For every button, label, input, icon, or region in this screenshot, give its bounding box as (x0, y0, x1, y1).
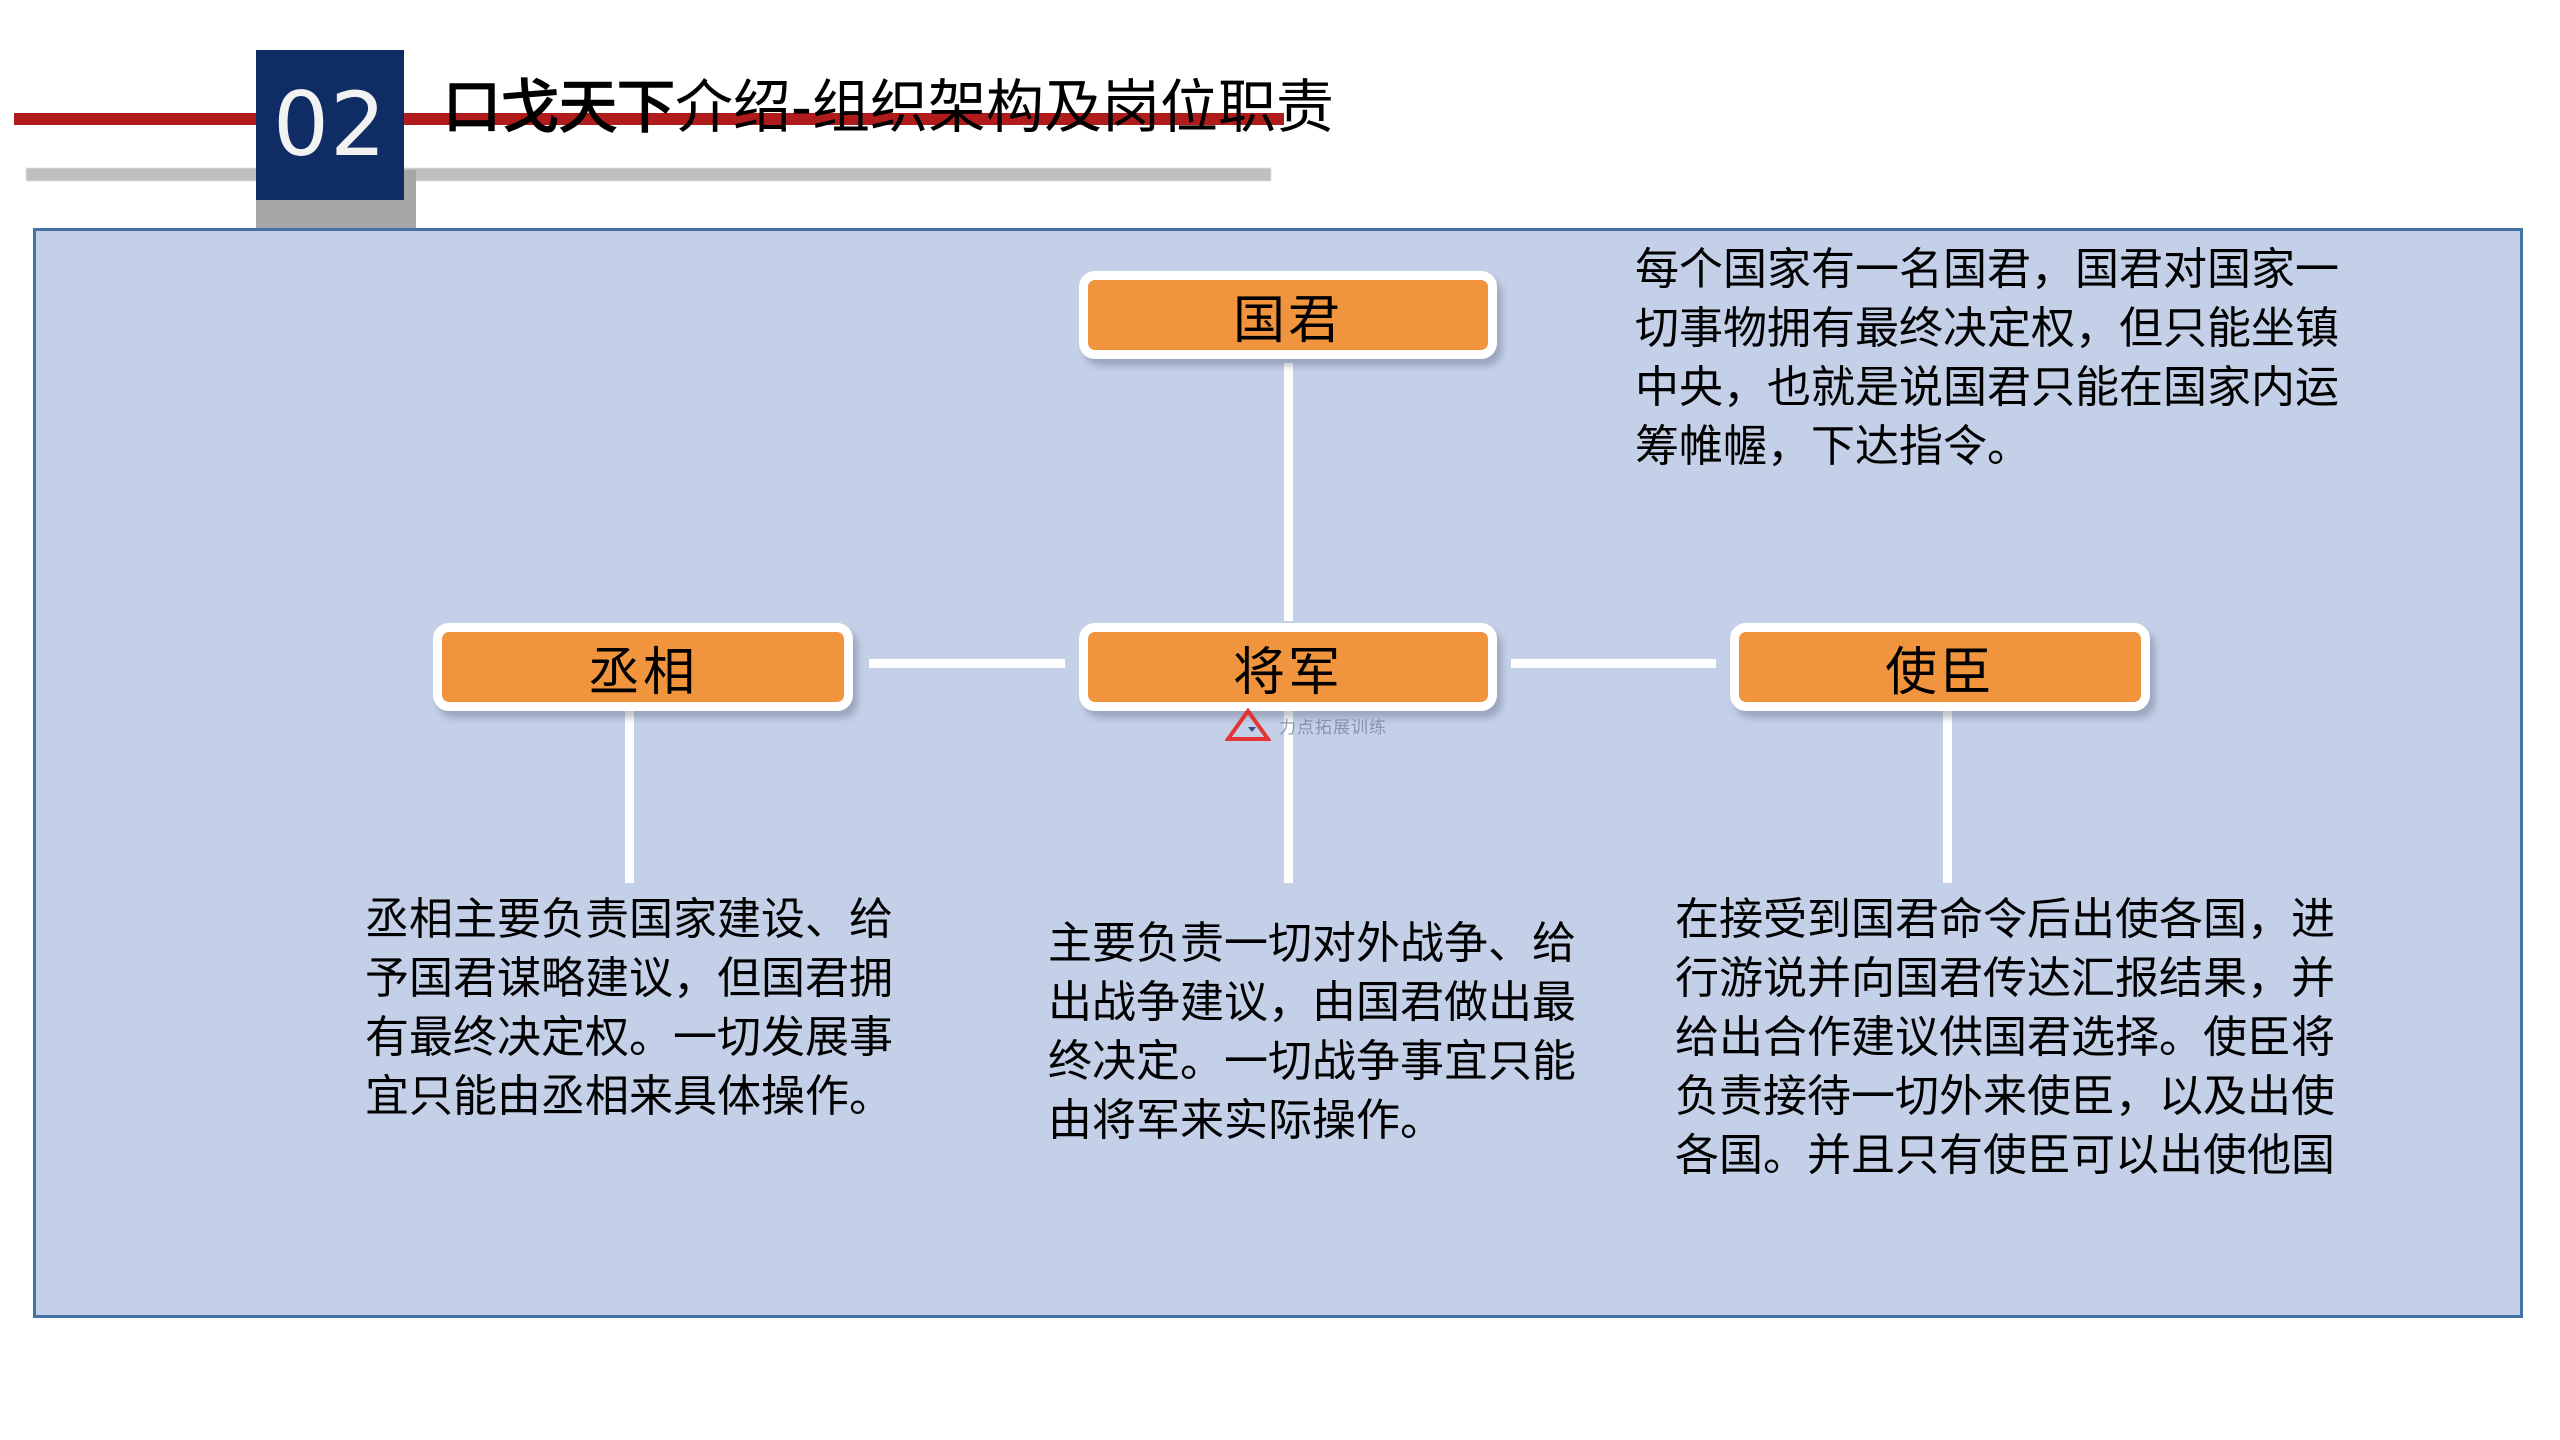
node-box-chancellor[interactable]: 丞相 (433, 623, 853, 711)
triangle-logo-icon (1225, 708, 1271, 741)
node-label-general: 将军 (1232, 642, 1343, 703)
page-title-rest: 介绍-组织架构及岗位职责 (675, 73, 1334, 141)
connector-general-to-chancellor (869, 659, 1065, 668)
node-box-general[interactable]: 将军 (1079, 623, 1497, 711)
node-box-envoy[interactable]: 使臣 (1730, 623, 2150, 711)
node-label-ruler: 国君 (1232, 290, 1343, 351)
node-label-envoy: 使臣 (1884, 642, 1995, 703)
connector-general-to-envoy (1511, 659, 1716, 668)
node-box-ruler[interactable]: 国君 (1079, 271, 1497, 359)
watermark: 力点拓展训练 (1225, 708, 1387, 742)
description-chancellor: 丞相主要负责国家建设、给予国君谋略建议，但国君拥有最终决定权。一切发展事宜只能由… (365, 894, 893, 1122)
description-general: 主要负责一切对外战争、给出战争建议，由国君做出最终决定。一切战争事宜只能由将军来… (1048, 918, 1576, 1146)
gray-rule-divider (26, 168, 1271, 181)
connector-ruler-to-general (1284, 363, 1293, 621)
connector-general-to-description (1284, 711, 1293, 883)
description-ruler: 每个国家有一名国君，国君对国家一切事物拥有最终决定权，但只能坐镇中央，也就是说国… (1635, 244, 2339, 472)
description-envoy: 在接受到国君命令后出使各国，进行游说并向国君传达汇报结果，并给出合作建议供国君选… (1675, 894, 2335, 1181)
section-number-label: 02 (273, 73, 387, 176)
watermark-text: 力点拓展训练 (1279, 717, 1387, 738)
connector-chancellor-to-description (625, 711, 634, 883)
page-title: 口戈天下介绍-组织架构及岗位职责 (443, 72, 1543, 143)
node-label-chancellor: 丞相 (587, 642, 698, 703)
section-number-badge: 02 (256, 50, 404, 200)
page-title-strong: 口戈天下 (443, 73, 676, 141)
connector-envoy-to-description (1943, 711, 1952, 883)
org-chart-panel: 国君 丞相 将军 使臣 力点拓展训练 每个国家有一名国君，国君对国家一切事物拥有… (33, 228, 2523, 1318)
slide-header: 02 口戈天下介绍-组织架构及岗位职责 (0, 0, 2560, 232)
